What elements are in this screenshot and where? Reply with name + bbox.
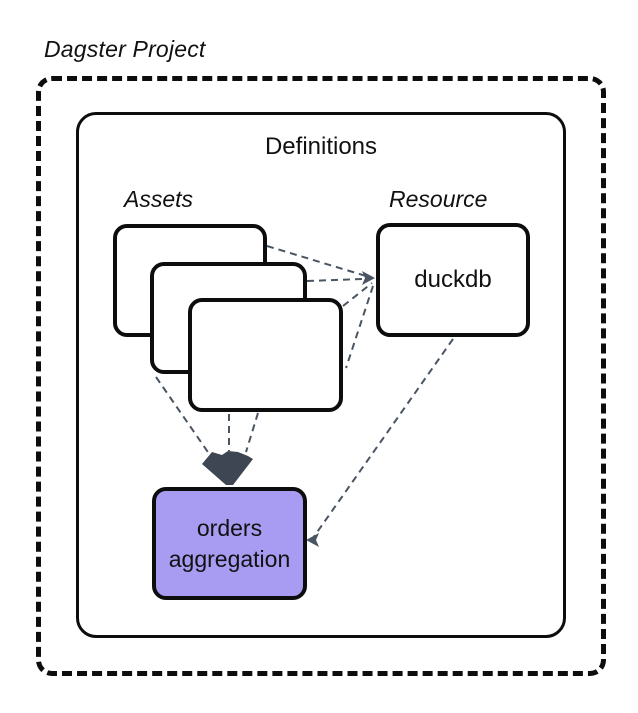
definitions-container: [76, 112, 566, 638]
resource-group-label: Resource: [389, 186, 488, 212]
orders-label-line2: aggregation: [168, 545, 291, 572]
orders-label-line1: orders: [196, 514, 263, 541]
duckdb-resource-card: duckdb: [376, 223, 530, 337]
duckdb-label: duckdb: [414, 266, 492, 293]
diagram-title: Dagster Project: [44, 36, 206, 62]
dagster-project-boundary: [36, 76, 606, 676]
orders-aggregation-card: orders aggregation: [152, 487, 307, 600]
definitions-label: Definitions: [264, 133, 378, 160]
asset-card-front: [188, 298, 343, 412]
assets-group-label: Assets: [124, 186, 194, 212]
